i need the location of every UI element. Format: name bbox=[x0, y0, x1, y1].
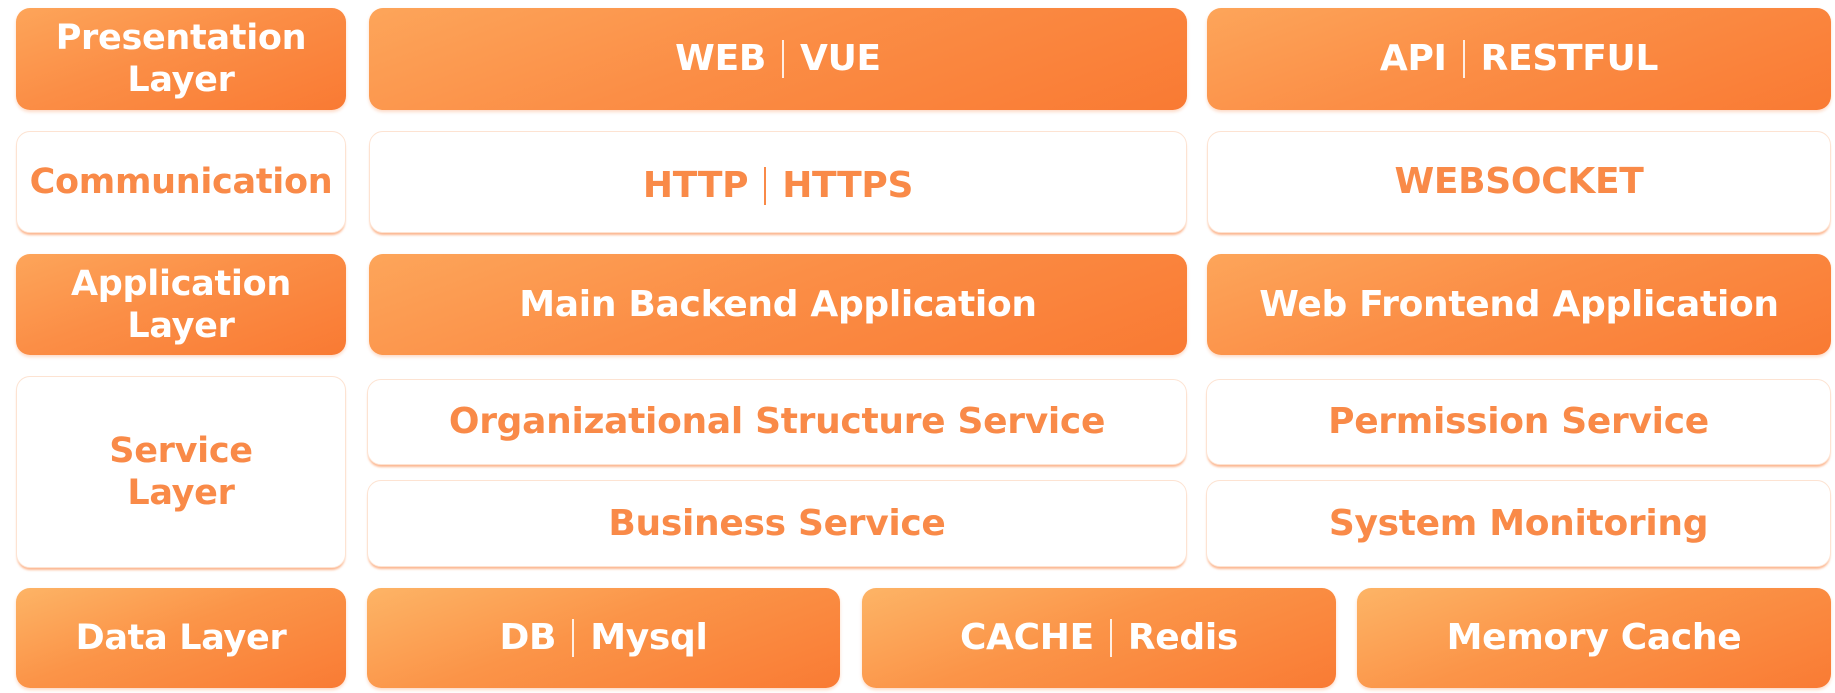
separator bbox=[1462, 40, 1465, 78]
web-text: WEB bbox=[675, 38, 767, 80]
web-frontend-text: Web Frontend Application bbox=[1259, 283, 1779, 325]
cache-text: CACHE bbox=[959, 617, 1094, 659]
org-structure-service-box: Organizational Structure Service bbox=[367, 379, 1187, 465]
org-structure-service-text: Organizational Structure Service bbox=[448, 401, 1106, 443]
separator bbox=[1109, 619, 1112, 657]
presentation-label-line-1: Presentation bbox=[55, 18, 307, 58]
presentation-label-line-2: Layer bbox=[127, 60, 235, 100]
redis-text: Redis bbox=[1127, 617, 1239, 659]
http-https-box: HTTP HTTPS bbox=[369, 131, 1187, 233]
permission-service-box: Permission Service bbox=[1206, 379, 1831, 465]
web-frontend-box: Web Frontend Application bbox=[1207, 254, 1831, 355]
business-service-box: Business Service bbox=[367, 480, 1187, 567]
data-layer-label: Data Layer bbox=[16, 588, 346, 688]
permission-service-text: Permission Service bbox=[1328, 401, 1709, 443]
mysql-text: Mysql bbox=[590, 617, 708, 659]
separator bbox=[764, 167, 767, 205]
memory-cache-box: Memory Cache bbox=[1357, 588, 1831, 688]
communication-label: Communication bbox=[16, 131, 346, 233]
web-vue-box: WEB VUE bbox=[369, 8, 1187, 110]
main-backend-box: Main Backend Application bbox=[369, 254, 1187, 355]
data-layer-text: Data Layer bbox=[75, 618, 287, 658]
api-text: API bbox=[1379, 38, 1447, 80]
db-text: DB bbox=[499, 617, 557, 659]
service-label-line-2: Layer bbox=[127, 473, 235, 513]
presentation-layer-label: Presentation Layer bbox=[16, 8, 346, 110]
api-restful-box: API RESTFUL bbox=[1207, 8, 1831, 110]
websocket-box: WEBSOCKET bbox=[1207, 131, 1831, 233]
db-mysql-box: DB Mysql bbox=[367, 588, 840, 688]
service-layer-label: Service Layer bbox=[16, 376, 346, 568]
memory-cache-text: Memory Cache bbox=[1446, 617, 1742, 659]
restful-text: RESTFUL bbox=[1480, 38, 1659, 80]
main-backend-text: Main Backend Application bbox=[519, 283, 1037, 325]
https-text: HTTPS bbox=[782, 165, 914, 207]
application-label-line-1: Application bbox=[71, 263, 291, 304]
vue-text: VUE bbox=[800, 38, 881, 80]
system-monitoring-text: System Monitoring bbox=[1328, 502, 1709, 544]
separator bbox=[572, 619, 575, 657]
separator bbox=[782, 40, 785, 78]
application-label-line-2: Layer bbox=[127, 305, 235, 346]
websocket-text: WEBSOCKET bbox=[1394, 161, 1644, 203]
cache-redis-box: CACHE Redis bbox=[862, 588, 1336, 688]
service-label-line-1: Service bbox=[109, 431, 253, 471]
system-monitoring-box: System Monitoring bbox=[1206, 480, 1831, 567]
http-text: HTTP bbox=[642, 165, 749, 207]
communication-label-text: Communication bbox=[29, 162, 333, 202]
application-layer-label: Application Layer bbox=[16, 254, 346, 355]
business-service-text: Business Service bbox=[608, 502, 946, 544]
